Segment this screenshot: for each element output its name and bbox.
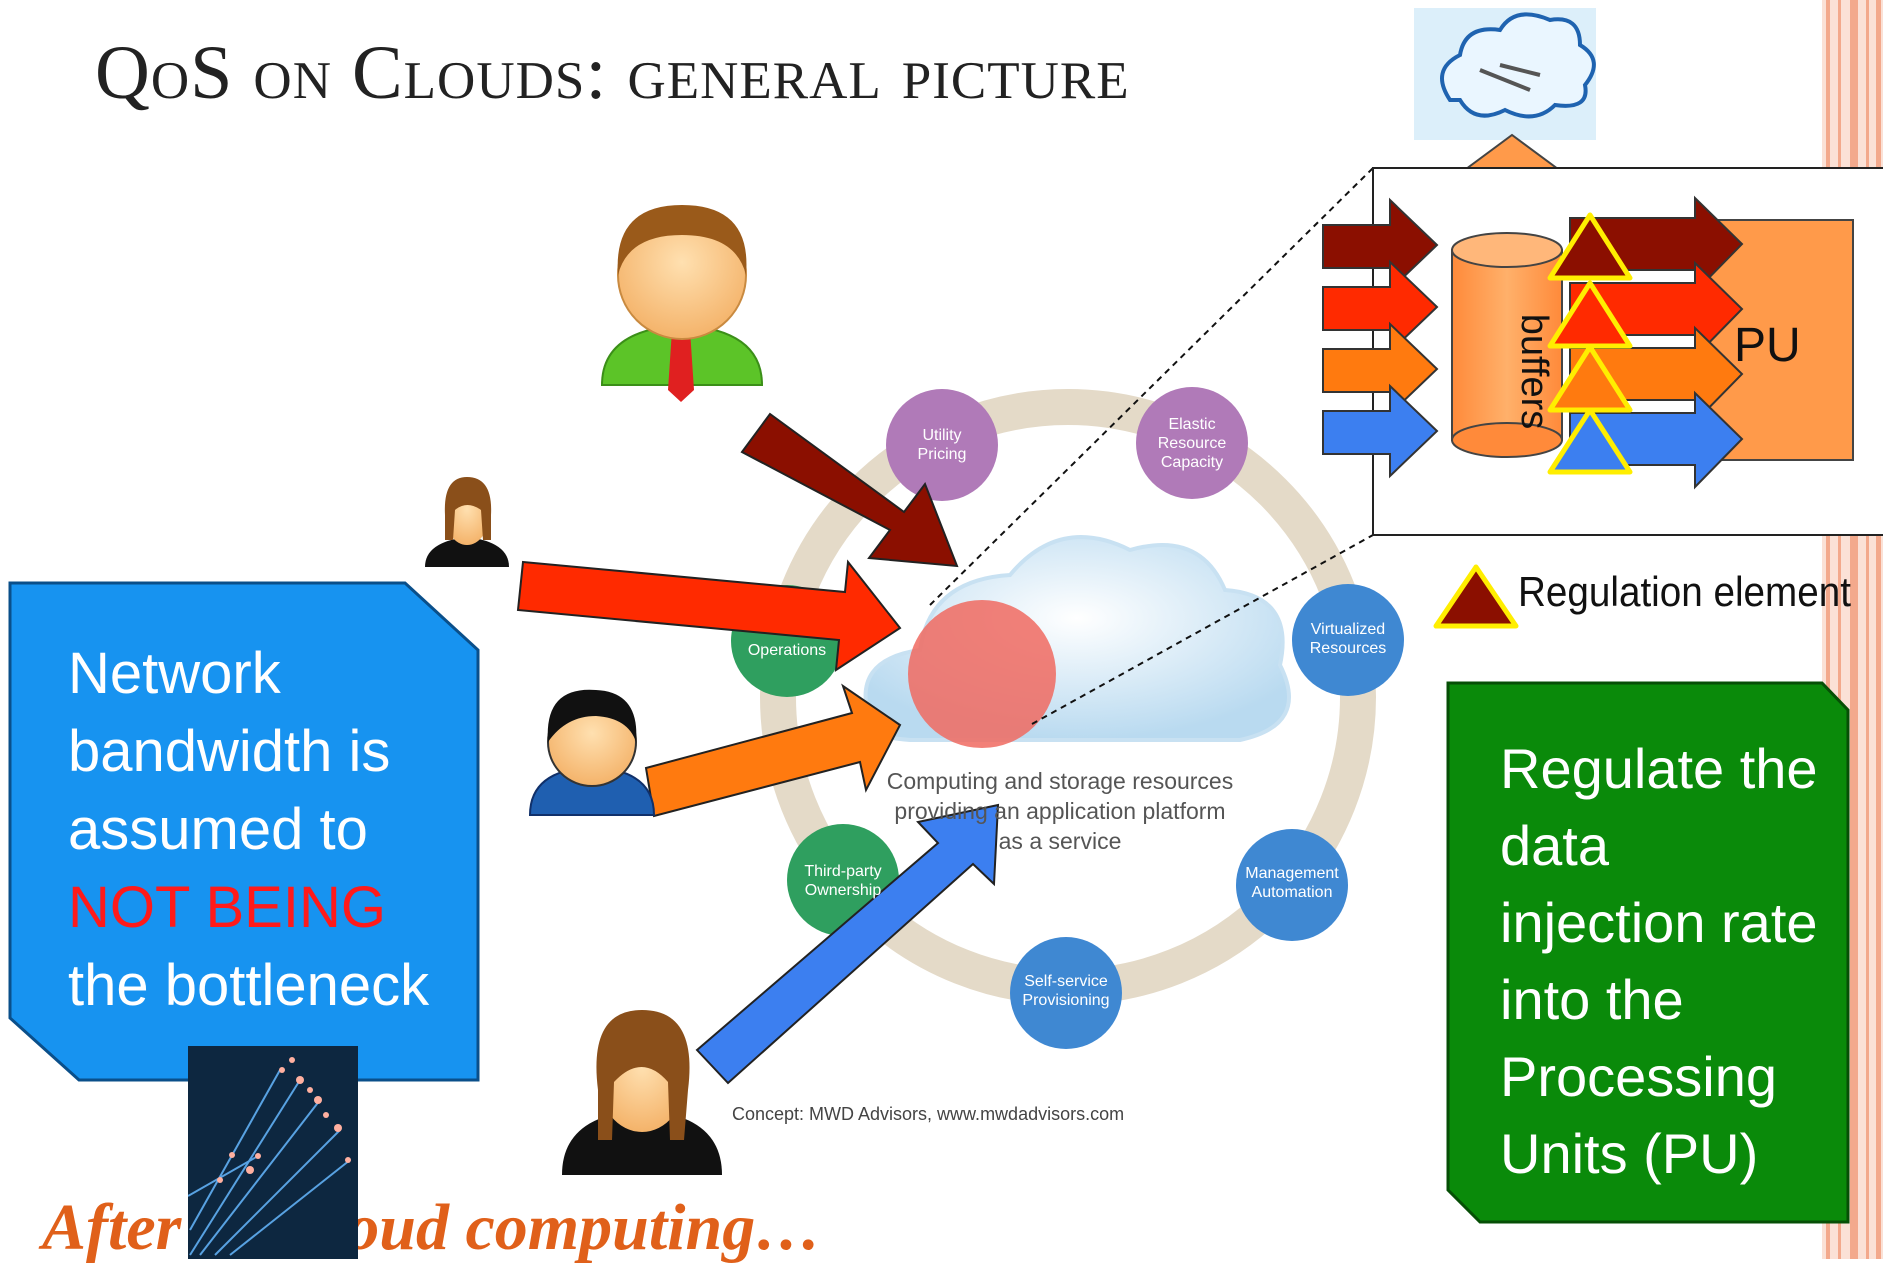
user-arrows: [516, 412, 1000, 1085]
node-management-automation: Management Automation: [1245, 865, 1339, 901]
buffers-cylinder: [1451, 232, 1563, 458]
regulate-line-4: into the: [1500, 968, 1684, 1031]
regulation-triangles: [1547, 212, 1633, 475]
zoom-lines: [929, 167, 1374, 725]
network-callout-text: Network bandwidth is assumed to NOT BEIN…: [68, 635, 498, 1025]
woman-large-icon: [562, 1010, 722, 1175]
concept-credit: Concept: MWD Advisors, www.mwdadvisors.c…: [732, 1104, 1125, 1124]
regulate-line-2: data: [1500, 814, 1609, 877]
man-green-icon: [600, 205, 764, 402]
node-third-party-ownership: Third-party Ownership: [804, 863, 882, 899]
network-line-3: assumed to: [68, 797, 368, 862]
network-callout-box: [8, 581, 480, 1082]
network-line-4-highlight: NOT BEING: [68, 875, 386, 940]
regulate-line-6: Units (PU): [1500, 1122, 1759, 1185]
center-text-line-2: providing an application platform: [894, 798, 1226, 824]
incoming-arrows: [1322, 197, 1439, 479]
node-self-service-provisioning: Self-service Provisioning: [1022, 973, 1110, 1009]
pu-label: PU: [1734, 319, 1801, 372]
regulate-callout-text: Regulate the data injection rate into th…: [1500, 730, 1860, 1192]
boy-icon: [528, 689, 656, 816]
legend-label: Regulation element: [1518, 568, 1851, 615]
page-title: QoS on Clouds: general picture: [95, 31, 1130, 115]
cloud-logo-icon: [1414, 8, 1596, 140]
highlight-circle: [908, 600, 1056, 748]
node-virtualized-resources: Virtualized Resources: [1309, 621, 1387, 657]
node-elastic-resource-capacity: Elastic Resource Capacity: [1157, 416, 1227, 471]
cloud-center-text: Computing and storage resources providin…: [860, 766, 1260, 856]
legend-triangle-icon: [1433, 564, 1519, 629]
node-utility-pricing: Utility Pricing: [917, 427, 967, 463]
regulate-line-5: Processing: [1500, 1045, 1778, 1108]
center-text-line-1: Computing and storage resources: [886, 768, 1234, 794]
network-line-1: Network: [68, 641, 281, 706]
network-line-2: bandwidth is: [68, 719, 391, 784]
regulate-callout-box: [1446, 681, 1850, 1224]
fiber-optic-overlay: [188, 1046, 358, 1259]
cloud-nodes: [731, 387, 1404, 1049]
woman-small-icon: [425, 477, 509, 567]
buffers-label: buffers: [1513, 313, 1556, 430]
center-text-line-3: as a service: [998, 828, 1122, 854]
regulate-line-1: Regulate the: [1500, 737, 1818, 800]
network-line-5: the bottleneck: [68, 953, 430, 1018]
footer-text: After the cloud computing…: [42, 1191, 822, 1264]
regulate-line-3: injection rate: [1500, 891, 1818, 954]
node-operations: Operations: [747, 642, 827, 659]
